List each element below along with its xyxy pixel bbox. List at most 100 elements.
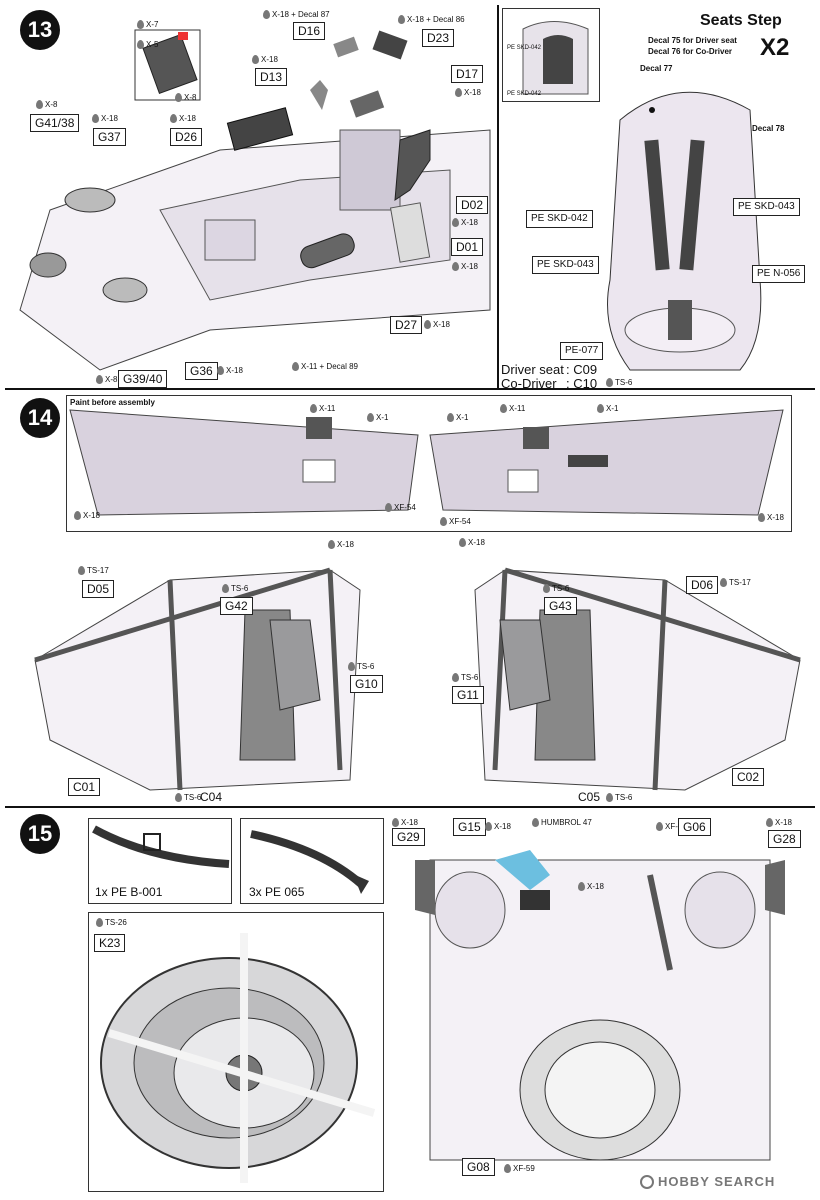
paint-ts6-g43: TS-6 <box>543 584 569 593</box>
paint-x18-d01b: X-18 <box>452 262 478 271</box>
part-d01-label: D01 <box>451 238 484 256</box>
part-g43-label: G43 <box>544 597 577 615</box>
part-d05-label: D05 <box>82 580 115 598</box>
divider-vertical-top <box>497 5 499 388</box>
divider-horizontal-2 <box>5 806 815 808</box>
trunk-drawing <box>415 850 785 1161</box>
paint-xf59: XF-59 <box>504 1164 535 1173</box>
paint-x18-top-right: X-18 <box>459 538 485 547</box>
paint-x18-drill: X-18 <box>578 882 604 891</box>
step-14-number: 14 <box>20 398 60 438</box>
paint-x18-g15: X-18 <box>485 822 511 831</box>
paint-ts6-g42: TS-6 <box>222 584 248 593</box>
pe-065-label: 3x PE 065 <box>249 885 305 899</box>
part-d06-label: D06 <box>686 576 719 594</box>
part-g29-label: G29 <box>392 828 425 846</box>
paint-x18-decal86: X-18 + Decal 86 <box>398 15 465 24</box>
paint-x18-g29: X-18 <box>392 818 418 827</box>
part-d02-label: D02 <box>456 196 489 214</box>
rollcage-right-drawing <box>474 567 801 791</box>
paint-x8-box: X-8 <box>175 93 196 102</box>
decal-76-note: Decal 76 for Co-Driver <box>648 47 733 56</box>
paint-ts6-g11: TS-6 <box>452 673 478 682</box>
paint-ts6-c04: TS-6 <box>175 793 201 802</box>
paint-x18-d17: X-18 <box>455 88 481 97</box>
paint-xf54-right-door: XF-54 <box>440 517 471 526</box>
part-g06-label: G06 <box>678 818 711 836</box>
paint-before-assembly-note: Paint before assembly <box>70 398 155 407</box>
decal-77-label: Decal 77 <box>640 64 673 73</box>
paint-x18-g28: X-18 <box>766 818 792 827</box>
paint-x11-decal89: X-11 + Decal 89 <box>292 362 358 371</box>
paint-x18-d26: X-18 <box>170 114 196 123</box>
part-d27-label: D27 <box>390 316 423 334</box>
seat-drawing <box>607 91 762 371</box>
paint-ts6-g10: TS-6 <box>348 662 374 671</box>
paint-xf54-left-door: XF-54 <box>385 503 416 512</box>
codriver-seat-part: : C10 <box>566 376 598 391</box>
part-d26-label: D26 <box>170 128 203 146</box>
part-c04-label: C04 <box>200 790 223 804</box>
paint-x5: X-5 <box>137 40 158 49</box>
spare-wheel-detail-panel <box>88 912 384 1192</box>
part-g08-label: G08 <box>462 1158 495 1176</box>
pe-n056-label: PE N-056 <box>752 265 806 283</box>
seats-multiplier: X2 <box>760 34 790 61</box>
paint-xf16: XF-16 <box>656 822 687 831</box>
part-g28-label: G28 <box>768 830 801 848</box>
pe-065-panel: 3x PE 065 <box>240 818 384 904</box>
part-g10-label: G10 <box>350 675 383 693</box>
paint-ts6-c05: TS-6 <box>606 793 632 802</box>
part-g36-label: G36 <box>185 362 218 380</box>
hobby-search-logo-icon <box>640 1174 654 1189</box>
part-g15-label: G15 <box>453 818 486 836</box>
pe-skd042-label: PE SKD-042 <box>526 210 593 228</box>
step-13-number: 13 <box>20 10 60 50</box>
paint-x18-right-door: X-18 <box>758 513 784 522</box>
driver-seat-label: Driver seat <box>501 362 564 377</box>
part-d13-label: D13 <box>255 68 288 86</box>
paint-x7: X-7 <box>137 20 158 29</box>
paint-x1-right-door: X-1 <box>447 413 468 422</box>
paint-ts6-seats: TS-6 <box>606 378 632 387</box>
rollcage-left-drawing <box>34 567 361 791</box>
paint-x18-d27: X-18 <box>424 320 450 329</box>
seat-inset-panel: PE SKD-042 PE SKD-042 <box>502 8 600 102</box>
paint-x1-right-door-2: X-1 <box>597 404 618 413</box>
decal-78-label: Decal 78 <box>752 124 785 133</box>
part-d23-label: D23 <box>422 29 455 47</box>
paint-x18-g36: X-18 <box>217 366 243 375</box>
step13-chassis-drawing <box>19 29 491 371</box>
pe-b001-panel: 1x PE B-001 <box>88 818 232 904</box>
paint-ts17-left: TS-17 <box>78 566 109 575</box>
part-c02-label: C02 <box>732 768 765 786</box>
paint-x11-left-door: X-11 <box>310 404 335 413</box>
pe-skd043-label-left: PE SKD-043 <box>532 256 599 274</box>
seats-title: Seats Step <box>700 12 782 29</box>
paint-x18-top-left: X-18 <box>328 540 354 549</box>
divider-horizontal-1 <box>5 388 815 390</box>
inset-pe-skd042: PE SKD-042 <box>507 45 542 51</box>
part-k23-label: K23 <box>94 934 126 952</box>
paint-x18-left-door: X-18 <box>74 511 100 520</box>
paint-x18-decal87: X-18 + Decal 87 <box>263 10 330 19</box>
part-g41-38-label: G41/38 <box>30 114 80 132</box>
pe-skd043-label-right: PE SKD-043 <box>733 198 800 216</box>
paint-x18-g37: X-18 <box>92 114 118 123</box>
paint-x1-left-door: X-1 <box>367 413 388 422</box>
door-panels-drawing <box>69 409 784 516</box>
pe-077-label: PE-077 <box>560 342 604 360</box>
part-d16-label: D16 <box>293 22 326 40</box>
part-g37-label: G37 <box>93 128 126 146</box>
part-d17-label: D17 <box>451 65 484 83</box>
paint-x18-d13: X-18 <box>252 55 278 64</box>
part-g39-40-label: G39/40 <box>118 370 168 388</box>
decal-75-note: Decal 75 for Driver seat <box>648 36 737 45</box>
inset-pe-skd042-b: PE SKD-042 <box>507 91 542 97</box>
driver-seat-part: : C09 <box>566 362 598 377</box>
part-g11-label: G11 <box>452 686 484 704</box>
part-c05-label: C05 <box>578 790 601 804</box>
paint-x8-g41: X-8 <box>36 100 57 109</box>
paint-x18-d01a: X-18 <box>452 218 478 227</box>
paint-ts17-right: TS-17 <box>720 578 751 587</box>
